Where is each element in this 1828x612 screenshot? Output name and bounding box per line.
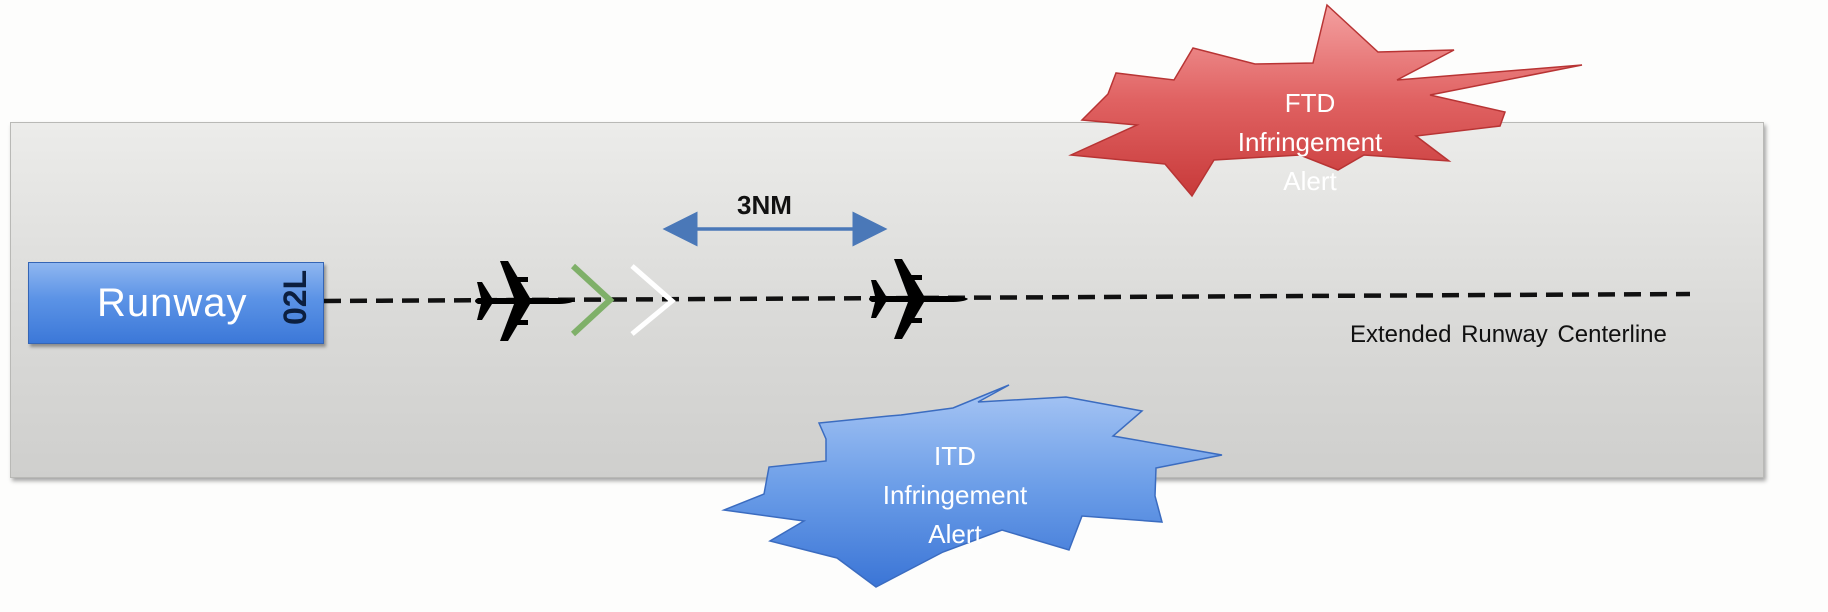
airplane-icon [475, 261, 574, 341]
white-chevron-icon [630, 264, 676, 336]
airplane-icon [869, 259, 968, 339]
ftd-alert-label: FTD Infringement Alert [1180, 84, 1440, 201]
ftd-alert-line1: FTD [1284, 88, 1336, 118]
ftd-alert-burst [1068, 3, 1583, 198]
itd-alert-line2: Infringement [882, 480, 1028, 510]
separation-label: 3NM [737, 190, 792, 220]
ftd-alert-line2: Infringement [1237, 127, 1383, 157]
green-chevron-icon [570, 263, 615, 337]
centerline-label: Extended Runway Centerline [1350, 321, 1667, 348]
ftd-alert-line3: Alert [1283, 166, 1337, 196]
runway-box: Runway 02L [28, 262, 324, 344]
runway-designator: 02L [277, 269, 313, 325]
itd-alert-line3: Alert [928, 519, 982, 549]
runway-label: Runway [97, 281, 248, 325]
itd-alert-label: ITD Infringement Alert [825, 437, 1085, 554]
itd-alert-burst [721, 384, 1223, 588]
itd-alert-line1: ITD [934, 441, 976, 471]
extended-centerline [323, 291, 1691, 304]
